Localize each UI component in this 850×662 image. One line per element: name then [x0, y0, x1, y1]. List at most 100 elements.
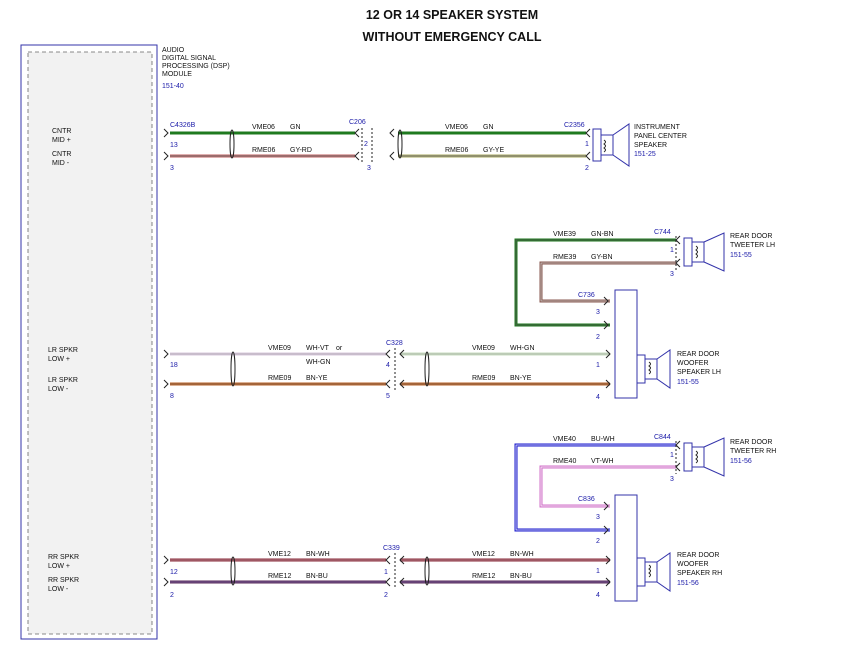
pin-1: 1 — [670, 452, 674, 459]
circuit-label: VME12 — [268, 551, 291, 558]
connector-c736-body — [614, 289, 638, 399]
connector-c836: C836 — [578, 496, 595, 503]
or-label: or — [336, 345, 343, 352]
speaker-tweeter-lh-line-2: TWEETER LH — [730, 242, 775, 249]
circuit-label: VME09 — [268, 345, 291, 352]
pin-1: 1 — [596, 362, 600, 369]
circuit-label: VME06 — [445, 124, 468, 131]
pin-1: 1 — [585, 141, 589, 148]
pin-4: 4 — [596, 394, 600, 401]
wire-color-label: BN-BU — [306, 573, 328, 580]
circuit-label: VME39 — [553, 231, 576, 238]
speaker-tweeter-lh-line-1: REAR DOOR — [730, 233, 772, 240]
speaker-icon — [636, 349, 671, 389]
connector-c736: C736 — [578, 292, 595, 299]
pin-1: 1 — [670, 247, 674, 254]
wire-color-label: GN — [483, 124, 494, 131]
connector-c206: C206 — [349, 119, 366, 126]
wire-color-label: GN — [290, 124, 301, 131]
label-rr-low-plus-2: LOW + — [48, 563, 70, 570]
connector-c744: C744 — [654, 229, 671, 236]
label-rr-low-minus-2: LOW - — [48, 586, 69, 593]
connector-markers-center — [163, 128, 591, 162]
connector-markers-rr — [163, 553, 611, 588]
wire-color-label: BN-YE — [510, 375, 532, 382]
speaker-woofer-lh-line-3: SPEAKER LH — [677, 369, 721, 376]
circuit-label: RME39 — [553, 254, 576, 261]
label-cntr-mid-plus-2: MID + — [52, 137, 71, 144]
circuit-rme39 — [539, 261, 676, 303]
wire-color-label: BN-WH — [510, 551, 534, 558]
label-lr-low-minus-2: LOW - — [48, 386, 69, 393]
pin-3: 3 — [596, 309, 600, 316]
speaker-icon — [636, 552, 671, 592]
dsp-module — [20, 44, 158, 640]
label-rr-low-plus-1: RR SPKR — [48, 554, 79, 561]
speaker-ip-line-2: PANEL CENTER — [634, 133, 687, 140]
circuit-label: VME12 — [472, 551, 495, 558]
wire-color-label: GY-YE — [483, 147, 504, 154]
speaker-woofer-lh-line-2: WOOFER — [677, 360, 709, 367]
wire-color-label: BN-BU — [510, 573, 532, 580]
wire-color-label: BU-WH — [591, 436, 615, 443]
pin-2: 2 — [596, 334, 600, 341]
label-rr-low-minus-1: RR SPKR — [48, 577, 79, 584]
label-cntr-mid-minus-1: CNTR — [52, 151, 71, 158]
speaker-woofer-lh-line-1: REAR DOOR — [677, 351, 719, 358]
speaker-ip-line-1: INSTRUMENT — [634, 124, 681, 131]
speaker-ip-ref: 151-25 — [634, 151, 656, 158]
speaker-icon — [592, 123, 630, 167]
label-lr-low-plus-1: LR SPKR — [48, 347, 78, 354]
pin-4: 4 — [386, 362, 390, 369]
pin-5: 5 — [386, 393, 390, 400]
speaker-woofer-rh-line-1: REAR DOOR — [677, 552, 719, 559]
speaker-tweeter-rh-ref: 151-56 — [730, 458, 752, 465]
label-cntr-mid-plus-1: CNTR — [52, 128, 71, 135]
circuit-label: RME06 — [445, 147, 468, 154]
pin-8: 8 — [170, 393, 174, 400]
pin-1: 1 — [384, 569, 388, 576]
pin-3: 3 — [367, 165, 371, 172]
circuit-label: VME40 — [553, 436, 576, 443]
circuit-rme40 — [539, 465, 676, 508]
pin-2: 2 — [585, 165, 589, 172]
connector-markers-lh — [603, 235, 681, 330]
pin-3: 3 — [670, 476, 674, 483]
circuit-label: VME09 — [472, 345, 495, 352]
circuit-label: RME09 — [472, 375, 495, 382]
pin-3: 3 — [170, 165, 174, 172]
label-lr-low-plus-2: LOW + — [48, 356, 70, 363]
circuit-vme39 — [514, 238, 676, 327]
wire-color-label: GY-RD — [290, 147, 312, 154]
connector-c4326b: C4326B — [170, 122, 196, 129]
pin-2: 2 — [170, 592, 174, 599]
circuit-label: RME12 — [268, 573, 291, 580]
pin-3: 3 — [596, 514, 600, 521]
connector-c2356: C2356 — [564, 122, 585, 129]
pin-2: 2 — [384, 592, 388, 599]
pin-12: 12 — [170, 569, 178, 576]
speaker-tweeter-rh-line-1: REAR DOOR — [730, 439, 772, 446]
speaker-woofer-rh-line-2: WOOFER — [677, 561, 709, 568]
circuit-label: RME06 — [252, 147, 275, 154]
title-line-2: WITHOUT EMERGENCY CALL — [363, 30, 542, 44]
connector-c844: C844 — [654, 434, 671, 441]
wire-color-label: GY-BN — [591, 254, 613, 261]
wire-color-label: BN-WH — [306, 551, 330, 558]
pin-1: 1 — [596, 568, 600, 575]
pin-4: 4 — [596, 592, 600, 599]
wire-color-label: VT-WH — [591, 458, 614, 465]
circuit-label: RME12 — [472, 573, 495, 580]
speaker-woofer-rh-ref: 151-56 — [677, 580, 699, 587]
circuit-label: VME06 — [252, 124, 275, 131]
wire-color-label: WH-VT — [306, 345, 330, 352]
speaker-icon — [683, 232, 725, 272]
speaker-ip-line-3: SPEAKER — [634, 142, 667, 149]
title-line-1: 12 OR 14 SPEAKER SYSTEM — [366, 8, 538, 22]
wire-color-label: GN-BN — [591, 231, 614, 238]
connector-c339: C339 — [383, 545, 400, 552]
circuit-label: RME09 — [268, 375, 291, 382]
connector-markers-rh — [603, 440, 681, 535]
connector-c328: C328 — [386, 340, 403, 347]
